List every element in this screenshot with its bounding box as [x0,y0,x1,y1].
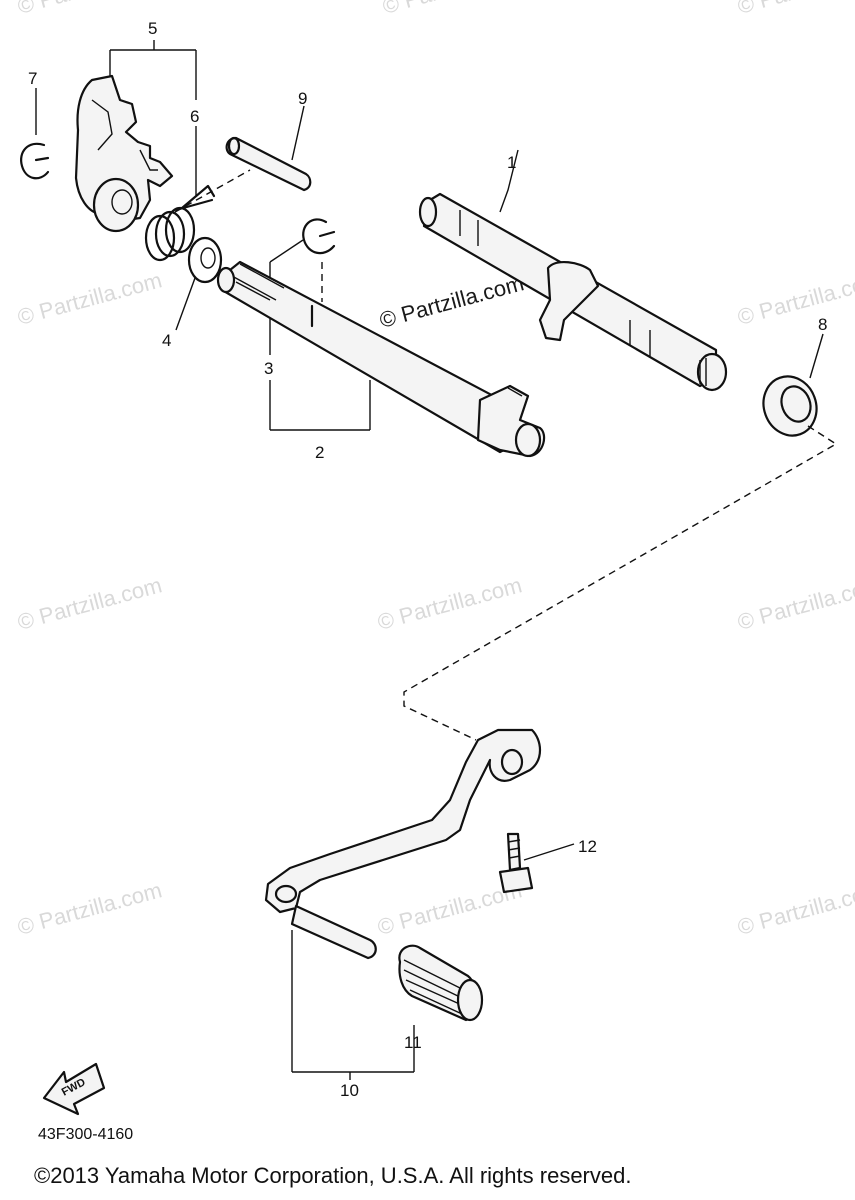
part-6-spring[interactable] [144,126,216,262]
part-10-shift-pedal[interactable] [264,728,542,1073]
part-8-oil-seal[interactable] [403,333,838,741]
watermark: © Partzilla.com [735,267,855,330]
callout-2: 2 [315,443,324,462]
watermark-main: © Partzilla.com [377,270,527,333]
callout-9: 9 [298,89,307,108]
watermark: © Partzilla.com [375,572,525,635]
fwd-arrow-icon: FWD [42,1062,106,1116]
part-5-lever-assembly[interactable] [74,74,174,233]
callout-4: 4 [162,331,171,350]
callout-6: 6 [190,107,199,126]
watermark: © Partzilla.com [735,877,855,940]
callout-5: 5 [148,19,157,38]
watermark: © Partzilla.com [735,572,855,635]
watermark: © Partzilla.com [15,267,165,330]
part-1-shaft-arm[interactable] [418,149,728,392]
copyright-notice: ©2013 Yamaha Motor Corporation, U.S.A. A… [34,1163,632,1188]
part-2-shift-shaft[interactable] [216,260,546,458]
callout-8: 8 [818,315,827,334]
callout-11: 11 [404,1033,422,1052]
part-12-bolt[interactable] [498,832,575,894]
part-4-washer[interactable] [175,236,223,331]
watermark: © Partzilla.com [15,0,165,19]
part-9-pin[interactable] [174,105,312,213]
part-11-pedal-rubber[interactable] [398,944,484,1072]
callout-1: 1 [507,153,516,172]
watermarks: © Partzilla.com © Partzilla.com © Partzi… [15,0,855,940]
callout-7: 7 [28,69,37,88]
watermark: © Partzilla.com [380,0,530,19]
reference-code: 43F300-4160 [38,1126,134,1143]
part-7-circlip[interactable] [20,88,50,180]
callout-5-bracket [109,40,197,100]
watermark: © Partzilla.com [735,0,855,19]
callout-3: 3 [264,359,273,378]
callout-12: 12 [578,837,597,856]
watermark: © Partzilla.com [15,572,165,635]
callout-10: 10 [340,1081,359,1100]
callouts: 1 2 3 4 5 6 7 8 9 10 11 12 [28,19,827,1100]
watermark: © Partzilla.com [15,877,165,940]
